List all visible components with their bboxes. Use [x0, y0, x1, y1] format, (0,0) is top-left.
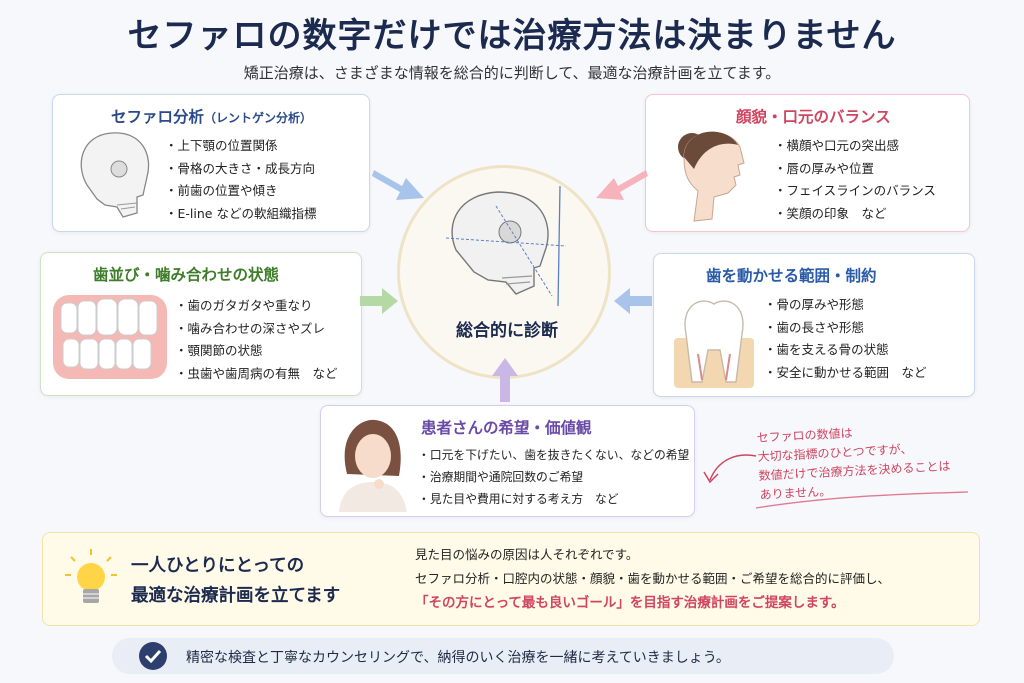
footer-text: 精密な検査と丁寧なカウンセリングで、納得のいく治療を一緒に考えていきましょう。: [186, 650, 730, 666]
list-item: 虫歯や歯周病の有無 など: [175, 363, 338, 386]
patient-wish-title: 患者さんの希望・価値観: [421, 419, 592, 437]
tooth-movement-title: 歯を動かせる範囲・制約: [706, 267, 877, 285]
summary-box: 一人ひとりにとっての 最適な治療計画を立てます 見た目の悩みの原因は人それぞれで…: [42, 532, 980, 626]
arrow-wish-icon: [492, 358, 518, 402]
skull-xray-icon: [445, 186, 567, 307]
center-diagnosis-circle: 総合的に診断: [397, 165, 611, 379]
lightbulb-icon: [65, 549, 117, 603]
list-item: 口元を下げたい、歯を抜きたくない、などの希望: [418, 444, 690, 466]
page-subtitle: 矯正治療は、さまざまな情報を総合的に判断して、最適な治療計画を立てます。: [243, 64, 781, 82]
list-item: 歯の長さや形態: [764, 317, 927, 340]
patient-wish-list: 口元を下げたい、歯を抜きたくない、などの希望 治療期間や通院回数のご希望 見た目…: [418, 444, 690, 510]
teeth-icon: [53, 295, 167, 379]
page-title: セファロの数字だけでは治療方法は決まりません: [127, 16, 897, 56]
list-item: フェイスラインのバランス: [774, 180, 936, 203]
summary-text: 見た目の悩みの原因は人それぞれです。 セファロ分析・口腔内の状態・顔貌・歯を動か…: [415, 547, 891, 611]
list-item: 横顔や口元の突出感: [774, 135, 936, 158]
list-item: E-line などの軟組織指標: [165, 203, 317, 226]
list-item: 骨の厚みや形態: [764, 294, 927, 317]
list-item: 歯のガタガタや重なり: [175, 295, 338, 318]
list-item: 顎関節の状態: [175, 340, 338, 363]
tooth-movement-card: 歯を動かせる範囲・制約 骨の厚みや形態 歯の長さや形態 歯を支える骨の状態 安全…: [653, 253, 975, 397]
woman-thinking-icon: [339, 419, 407, 512]
list-item: 笑顔の印象 など: [774, 203, 936, 226]
list-item: 治療期間や通院回数のご希望: [418, 466, 689, 488]
face-balance-title: 顔貌・口元のバランス: [736, 108, 891, 126]
footer-banner: 精密な検査と丁寧なカウンセリングで、納得のいく治療を一緒に考えていきましょう。: [112, 638, 894, 674]
ceph-analysis-title: セファロ分析（レントゲン分析）: [111, 108, 313, 126]
list-item: 前歯の位置や傾き: [165, 180, 316, 203]
list-item: 見た目や費用に対する考え方 など: [418, 488, 689, 510]
center-diagnosis-label: 総合的に診断: [456, 321, 558, 341]
patient-wish-card: 患者さんの希望・価値観 口元を下げたい、歯を抜きたくない、などの希望 治療期間や…: [320, 405, 695, 517]
ceph-analysis-list: 上下顎の位置関係 骨格の大きさ・成長方向 前歯の位置や傾き E-line などの…: [165, 135, 317, 226]
tooth-movement-list: 骨の厚みや形態 歯の長さや形態 歯を支える骨の状態 安全に動かせる範囲 など: [764, 294, 927, 384]
woman-profile-icon: [678, 131, 745, 222]
summary-heading: 一人ひとりにとっての 最適な治療計画を立てます: [131, 556, 341, 606]
face-balance-card: 顔貌・口元のバランス 横顔や口元の突出感 唇の厚みや位置 フェイスラインのバラン…: [645, 94, 970, 232]
note-underline: [755, 491, 969, 509]
face-balance-list: 横顔や口元の突出感 唇の厚みや位置 フェイスラインのバランス 笑顔の印象 など: [774, 135, 936, 225]
teeth-alignment-card: 歯並び・噛み合わせの状態 歯のガタガタや重なり 噛み合わせの深さやズレ 顎関節の…: [40, 252, 362, 396]
list-item: 噛み合わせの深さやズレ: [175, 318, 338, 341]
list-item: 唇の厚みや位置: [774, 158, 936, 181]
list-item: 骨格の大きさ・成長方向: [165, 158, 316, 181]
tooth-root-icon: [674, 300, 754, 388]
teeth-alignment-title: 歯並び・噛み合わせの状態: [93, 266, 280, 284]
teeth-alignment-list: 歯のガタガタや重なり 噛み合わせの深さやズレ 顎関節の状態 虫歯や歯周病の有無 …: [175, 295, 338, 385]
ceph-analysis-card: セファロ分析（レントゲン分析） 上下顎の位置関係 骨格の大きさ・成長方向 前歯の…: [52, 94, 370, 232]
check-circle-icon: [139, 642, 167, 670]
arrow-face-icon: [596, 170, 648, 200]
arrow-ceph-icon: [372, 170, 424, 200]
list-item: 歯を支える骨の状態: [764, 339, 927, 362]
arrow-teeth-icon: [360, 288, 398, 314]
arrow-move-icon: [614, 288, 652, 314]
skull-icon: [80, 132, 150, 218]
curved-arrow-icon: [703, 454, 757, 484]
list-item: 上下顎の位置関係: [165, 135, 316, 158]
list-item: 安全に動かせる範囲 など: [764, 362, 927, 385]
summary-highlight: 「その方にとって最も良いゴール」: [415, 595, 630, 611]
